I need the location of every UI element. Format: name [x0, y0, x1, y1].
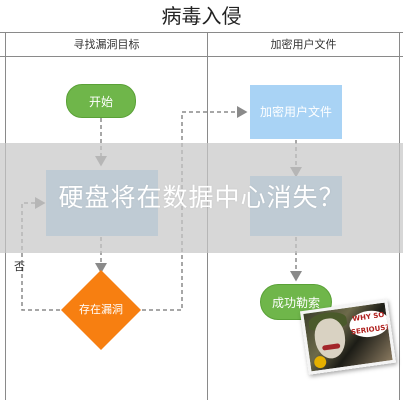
connector-yes-to-encrypt	[142, 106, 248, 311]
start-node: 开始	[66, 84, 136, 118]
joker-photo: WHY SO SERIOUS?	[299, 299, 397, 375]
decision-node: 存在漏洞	[61, 270, 141, 350]
frame-top-line	[0, 32, 403, 33]
decision-label: 存在漏洞	[79, 303, 123, 316]
overlay-caption: 硬盘将在数据中心消失？	[58, 183, 345, 212]
photo-speech-bubble: WHY SO SERIOUS?	[347, 308, 391, 340]
lane-header-encrypt-files: 加密用户文件	[270, 38, 337, 51]
success-node: 成功勒索	[260, 284, 332, 320]
overlay-band	[0, 143, 403, 253]
header-bottom-line	[0, 56, 403, 57]
decision-diamond	[61, 270, 141, 350]
encrypt-node: 加密用户文件	[250, 85, 342, 139]
no-label: 否	[14, 260, 25, 273]
lane-header-find-target: 寻找漏洞目标	[73, 38, 140, 51]
photo-flower	[313, 355, 328, 369]
diagram-title: 病毒入侵	[161, 4, 242, 28]
